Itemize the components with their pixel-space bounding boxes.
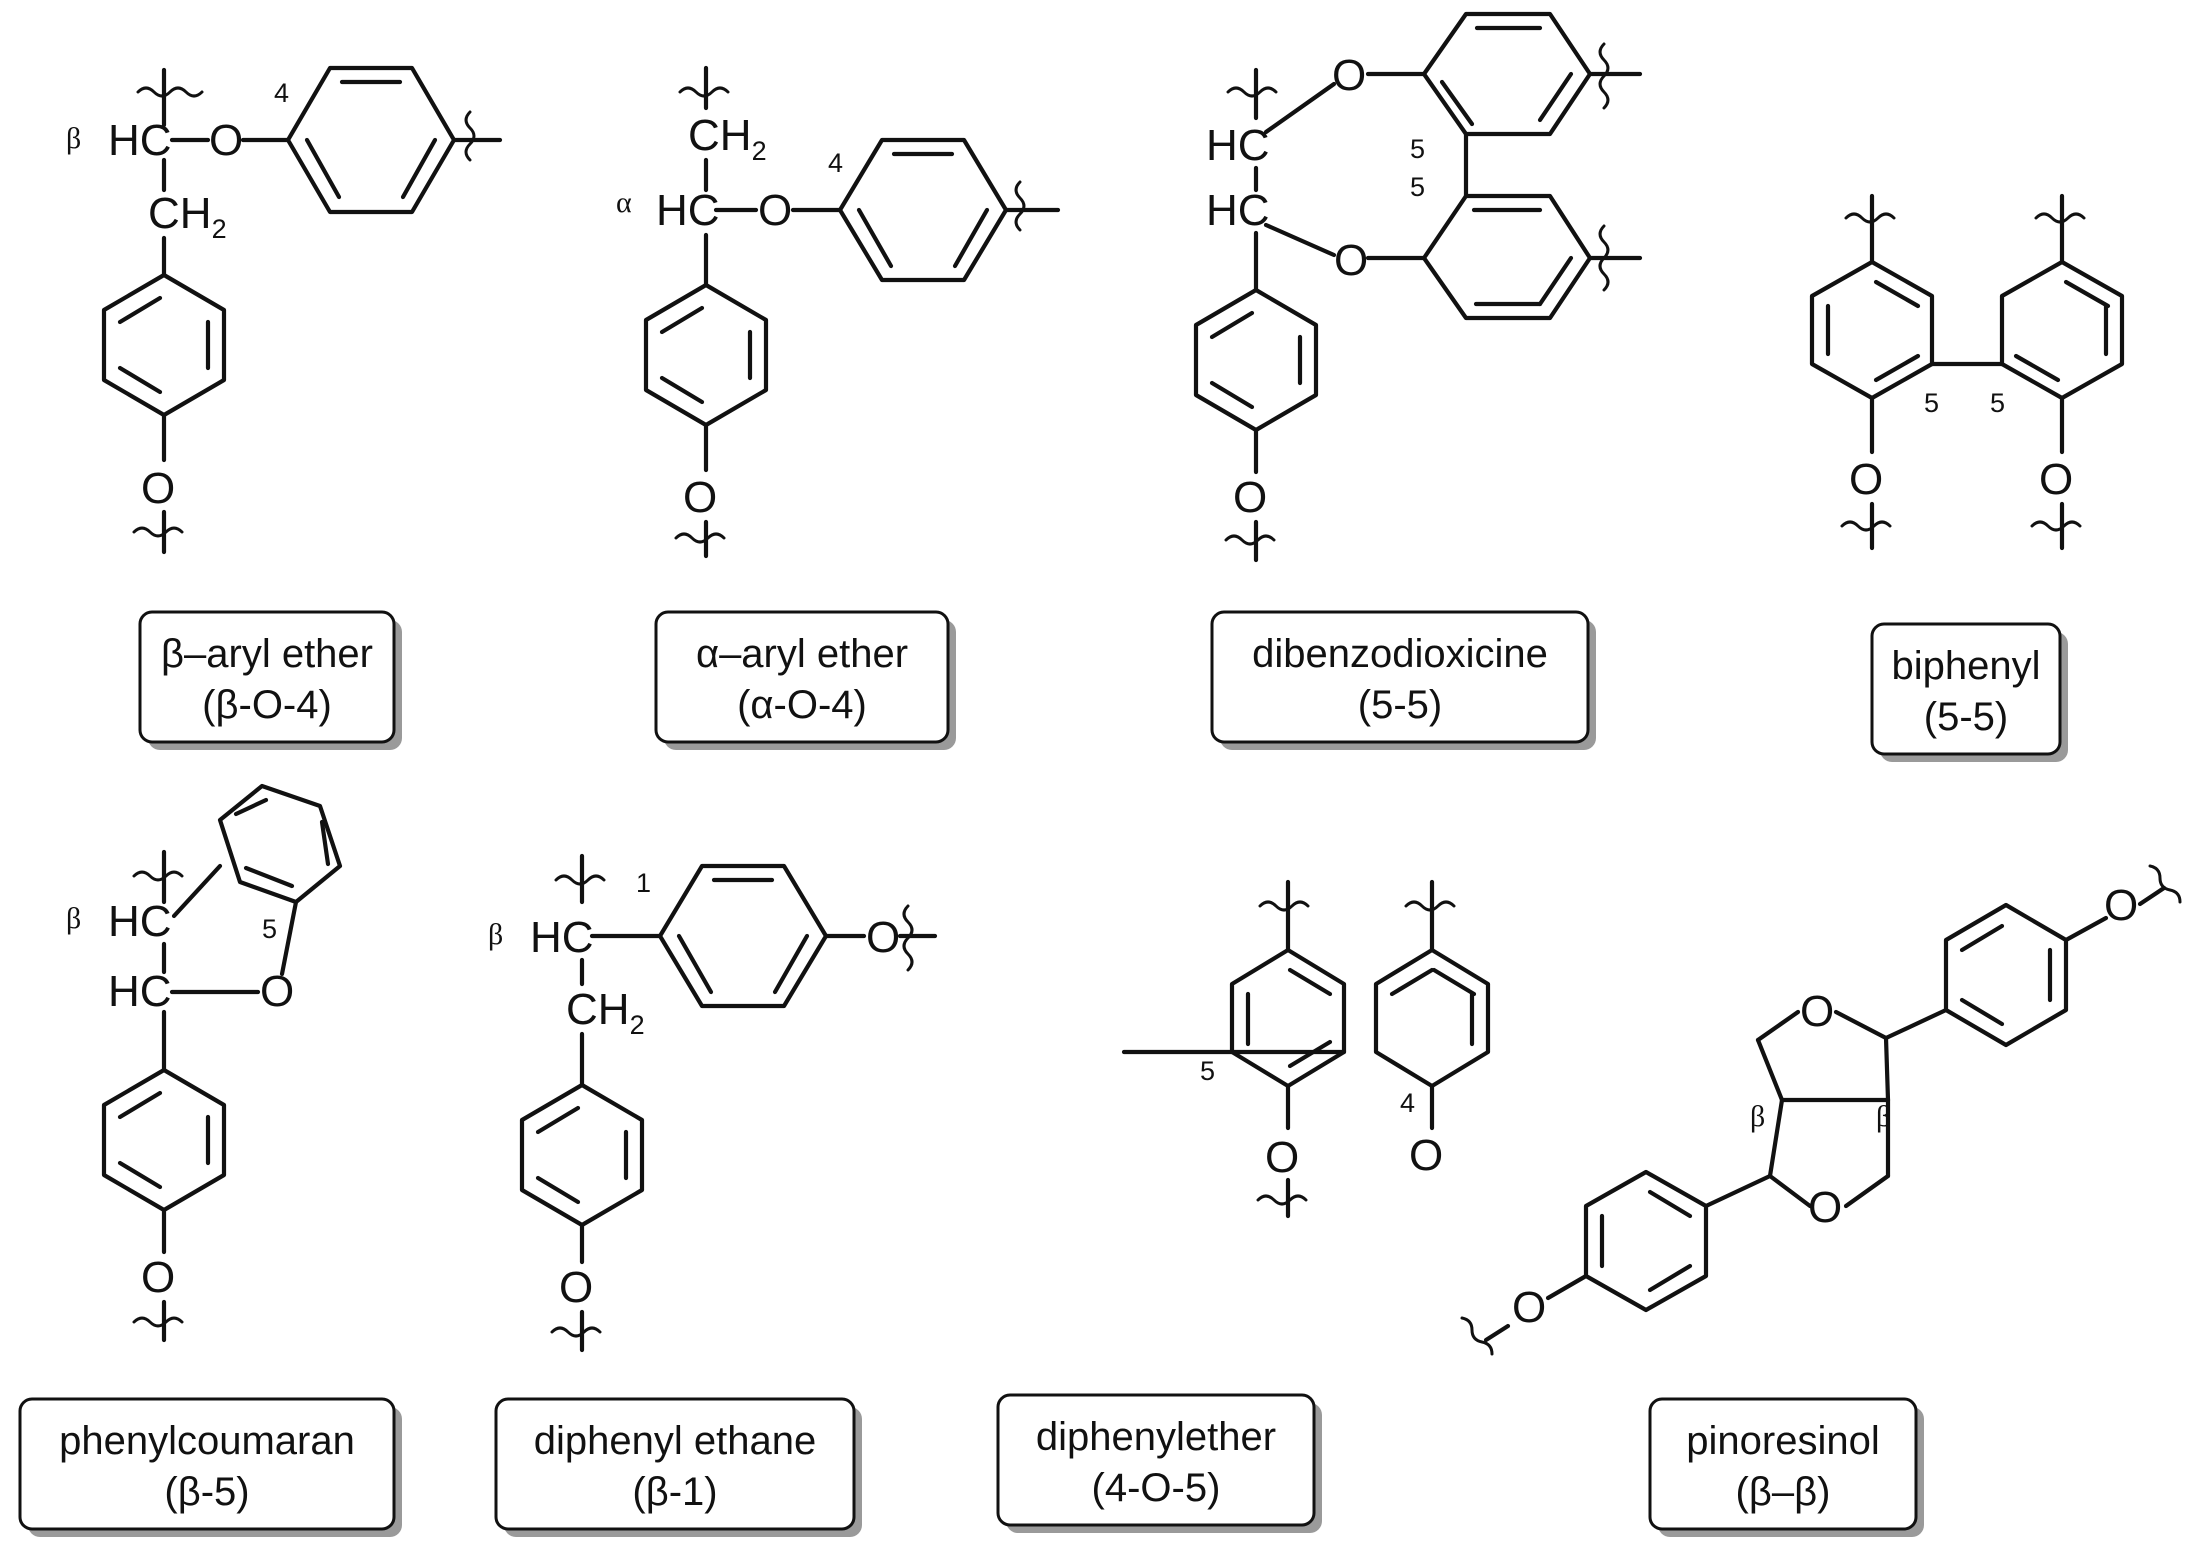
- oxygen-atom-bottom: O: [559, 1263, 593, 1312]
- wavy-bond-icon: [550, 1326, 602, 1338]
- wavy-bond-icon: [1598, 42, 1610, 110]
- wavy-bond-icon: [1256, 1194, 1308, 1206]
- position-4-label: 4: [1400, 1088, 1415, 1118]
- caption-line1: diphenylether: [1036, 1415, 1276, 1459]
- caption-line2: (β-5): [164, 1470, 249, 1514]
- wavy-bond-icon: [132, 526, 184, 538]
- caption-line2: (β-1): [632, 1470, 717, 1514]
- wavy-bond-icon: [136, 86, 204, 98]
- oxygen-atom-link: O: [1409, 1131, 1443, 1180]
- beta-label: β: [66, 902, 81, 935]
- ch2-group: CH2: [148, 189, 227, 244]
- oxygen-atom-right: O: [2039, 455, 2073, 504]
- wavy-bond-icon: [674, 532, 726, 544]
- alpha-label: α: [616, 186, 632, 219]
- hc-atom: HC: [530, 913, 594, 962]
- position-4-label: 4: [828, 148, 843, 178]
- beta-label-b: β: [1876, 1100, 1891, 1133]
- structure-diphenylether: 5 O: [1121, 879, 1347, 1219]
- beta-label: β: [66, 122, 81, 155]
- caption-line2: (4-O-5): [1092, 1466, 1221, 1510]
- structure-alpha-aryl-ether: CH2 α HC O 4 O: [616, 65, 1061, 559]
- wavy-bond-icon: [1840, 520, 1892, 532]
- caption-beta-aryl-ether: β–aryl ether (β-O-4): [138, 610, 402, 750]
- position-5-label-a: 5: [1924, 388, 1939, 418]
- caption-line2: (β-O-4): [202, 683, 332, 727]
- oxygen-atom-mid: O: [1334, 236, 1368, 285]
- structure-beta-aryl-ether: β HC O 4 CH2 O: [66, 65, 503, 555]
- ch2-group: CH2: [566, 985, 645, 1040]
- caption-line1: dibenzodioxicine: [1252, 632, 1548, 676]
- caption-biphenyl: biphenyl (5-5): [1870, 622, 2068, 762]
- oxygen-atom-ring: O: [260, 967, 294, 1016]
- structure-phenylcoumaran: β HC 5 HC O O: [66, 783, 343, 1343]
- position-1-label: 1: [636, 868, 651, 898]
- wavy-bond-icon: [132, 1316, 184, 1328]
- oxygen-atom: O: [683, 473, 717, 522]
- oxygen-atom-left: O: [1849, 455, 1883, 504]
- beta-label-a: β: [1750, 1100, 1765, 1133]
- oxygen-atom-bottom: O: [1808, 1183, 1842, 1232]
- oxygen-atom-bottom: O: [1265, 1133, 1299, 1182]
- structure-pinoresinol: O O β β O O: [1460, 864, 2182, 1356]
- wavy-bond-icon: [1258, 900, 1310, 912]
- position-5-label-b: 5: [1990, 388, 2005, 418]
- oxygen-atom-bottom: O: [141, 1253, 175, 1302]
- wavy-bond-icon: [1226, 86, 1278, 98]
- wavy-bond-icon: [464, 110, 476, 162]
- caption-line2: (α-O-4): [737, 683, 867, 727]
- position-5-label: 5: [262, 914, 277, 944]
- structure-biphenyl: 5 5 O O: [1809, 193, 2125, 551]
- oxygen-atom-left: O: [1512, 1283, 1546, 1332]
- oxygen-atom-right: O: [2104, 881, 2138, 930]
- caption-line1: diphenyl ethane: [534, 1419, 816, 1463]
- wavy-bond-icon: [132, 870, 184, 882]
- caption-line1: biphenyl: [1891, 644, 2040, 688]
- caption-alpha-aryl-ether: α–aryl ether (α-O-4): [654, 610, 956, 750]
- structure-diphenylether-upper: 4 O: [1373, 879, 1491, 1180]
- hc-atom: HC: [656, 186, 720, 235]
- oxygen-atom: O: [758, 186, 792, 235]
- caption-dibenzodioxicine: dibenzodioxicine (5-5): [1210, 610, 1596, 750]
- structure-dibenzodioxicine: HC O 5 5 HC O O: [1193, 11, 1643, 563]
- hc-atom-top: HC: [1206, 121, 1270, 170]
- beta-label: β: [488, 918, 503, 951]
- oxygen-atom: O: [209, 116, 243, 165]
- position-5-label-b: 5: [1410, 172, 1425, 202]
- oxygen-atom: O: [141, 464, 175, 513]
- ch2-group: CH2: [688, 111, 767, 166]
- wavy-bond-icon: [1598, 224, 1610, 292]
- caption-line1: pinoresinol: [1686, 1419, 1879, 1463]
- caption-pinoresinol: pinoresinol (β–β): [1648, 1397, 1924, 1537]
- oxygen-atom-right: O: [866, 913, 900, 962]
- structure-diphenyl-ethane: 1 β HC O CH2 O: [488, 853, 938, 1353]
- oxygen-atom-top: O: [1800, 987, 1834, 1036]
- hc-atom-bottom: HC: [108, 967, 172, 1016]
- caption-line1: phenylcoumaran: [59, 1419, 355, 1463]
- hc-atom-bottom: HC: [1206, 186, 1270, 235]
- caption-line2: (5-5): [1358, 683, 1442, 727]
- oxygen-atom-top: O: [1332, 51, 1366, 100]
- hc-atom-top: HC: [108, 897, 172, 946]
- hc-atom: HC: [108, 116, 172, 165]
- oxygen-atom-bottom: O: [1233, 473, 1267, 522]
- wavy-bond-icon: [2148, 864, 2182, 904]
- caption-phenylcoumaran: phenylcoumaran (β-5): [18, 1397, 402, 1537]
- position-5-label-a: 5: [1410, 134, 1425, 164]
- wavy-bond-icon: [902, 904, 914, 972]
- caption-line1: β–aryl ether: [161, 632, 373, 676]
- wavy-bond-icon: [1014, 180, 1026, 232]
- caption-diphenylether: diphenylether (4-O-5): [996, 1393, 1322, 1533]
- caption-line1: α–aryl ether: [696, 632, 908, 676]
- caption-line2: (β–β): [1736, 1470, 1831, 1514]
- position-4-label: 4: [274, 78, 289, 108]
- caption-diphenyl-ethane: diphenyl ethane (β-1): [494, 1397, 862, 1537]
- position-5-label: 5: [1200, 1056, 1215, 1086]
- caption-line2: (5-5): [1924, 695, 2008, 739]
- wavy-bond-icon: [1224, 534, 1276, 546]
- wavy-bond-icon: [2030, 520, 2082, 532]
- wavy-bond-icon: [1460, 1316, 1494, 1356]
